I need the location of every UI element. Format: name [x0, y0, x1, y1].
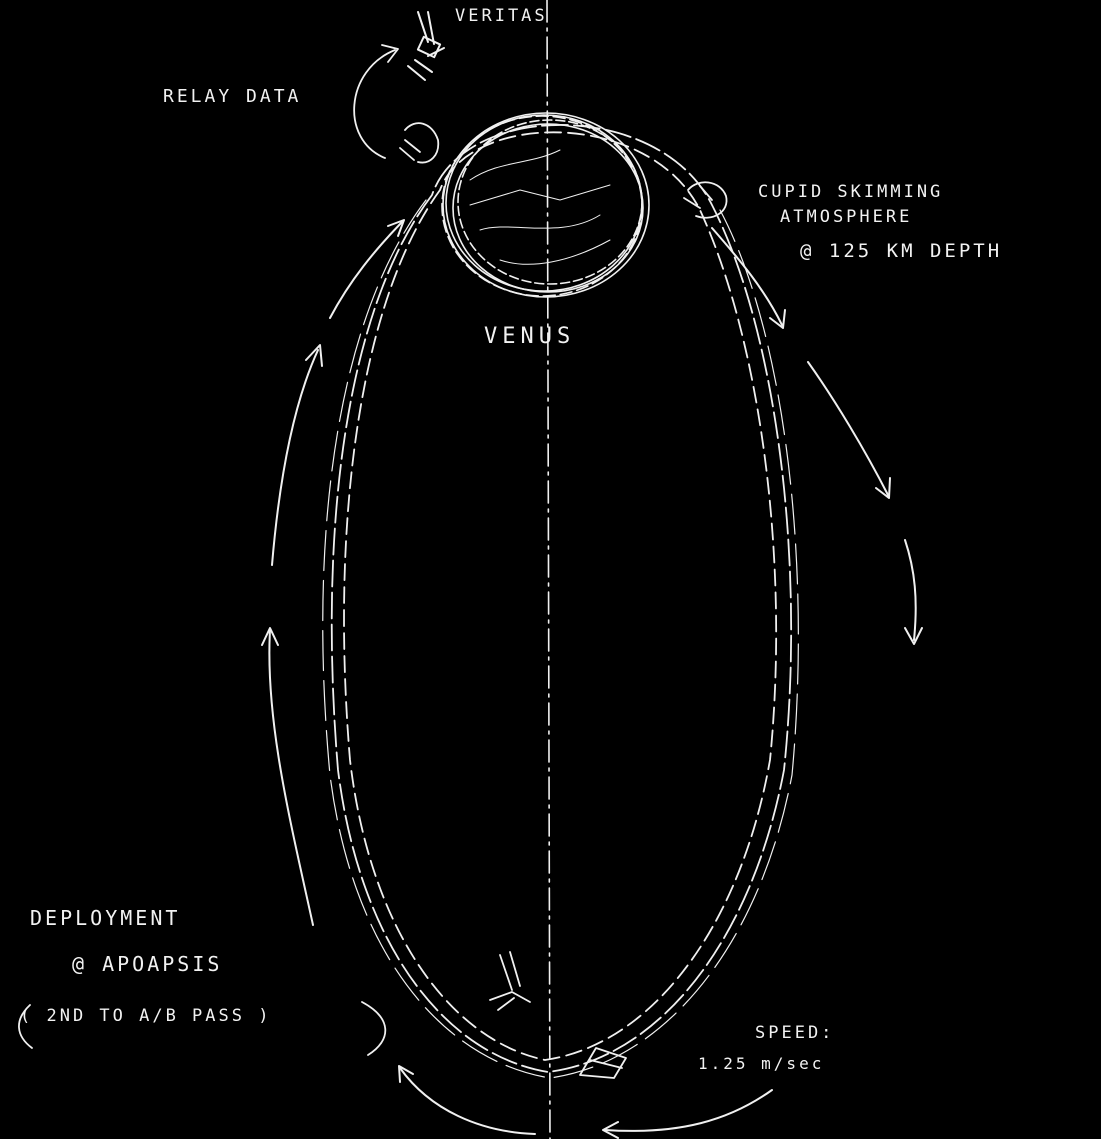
deployment-label-line1: DEPLOYMENT	[30, 906, 180, 930]
arrow-down-upper	[712, 228, 782, 325]
arrow-up-lower	[269, 630, 313, 925]
arrow-up-upper	[330, 222, 402, 318]
venus-planet	[442, 113, 649, 297]
arrow-bottom-right	[605, 1090, 772, 1131]
arrow-down-middle	[808, 362, 888, 495]
speed-value: 1.25 m/sec	[698, 1054, 824, 1073]
speed-label: SPEED:	[755, 1023, 834, 1043]
cupid-label-line3: @ 125 KM DEPTH	[800, 240, 1002, 262]
relay-curve	[354, 45, 398, 158]
cupid-label-line2: ATMOSPHERE	[780, 207, 912, 227]
veritas-label: VERITAS	[455, 6, 548, 26]
axis-line	[547, 0, 550, 1139]
arrow-down-lower	[905, 540, 916, 640]
bottom-probe	[580, 1048, 626, 1078]
veritas-spacecraft	[408, 12, 444, 80]
deployment-label-line3: ( 2ND TO A/B PASS )	[20, 1006, 271, 1026]
relay-data-label: RELAY DATA	[163, 86, 301, 107]
venus-label: VENUS	[484, 324, 575, 349]
relay-probe	[400, 123, 438, 162]
arrow-up-middle	[272, 350, 318, 565]
cupid-probe	[684, 182, 727, 217]
orbit-ellipses	[323, 125, 799, 1078]
deployment-probe	[490, 952, 530, 1010]
arrow-bottom-left	[400, 1068, 535, 1134]
cupid-label-line1: CUPID SKIMMING	[758, 182, 943, 202]
deployment-label-line2: @ APOAPSIS	[72, 952, 222, 976]
